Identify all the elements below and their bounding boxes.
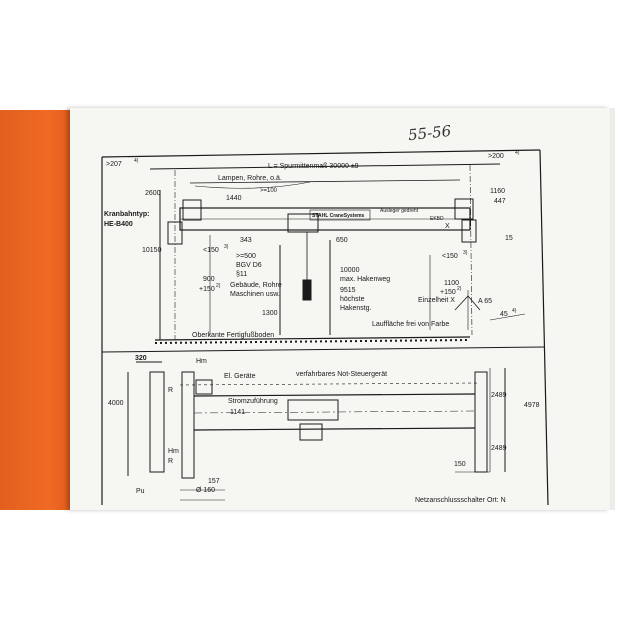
dim-320: 320 — [135, 355, 147, 362]
dim-150-left: <150 — [203, 247, 219, 254]
building-label: Gebäude, Rohre — [230, 282, 282, 289]
dim-1160: 1160 — [490, 188, 505, 195]
svg-text:3): 3) — [463, 250, 468, 256]
dim-9515: 9515 — [340, 287, 356, 294]
hoist-trolley — [287, 213, 319, 233]
hook-block — [302, 279, 312, 301]
svg-text:2): 2) — [216, 283, 221, 289]
runway-type-title: Kranbahntyp: — [104, 211, 150, 218]
dim-45: 45 — [500, 311, 508, 318]
brand-label: STAHL CraneSystems — [312, 213, 365, 219]
dim-1300: 1300 — [262, 310, 278, 317]
span-label: L = Spurmittenmaß 30000 ±9 — [268, 163, 359, 170]
view-separator — [101, 346, 546, 353]
section-label: §11 — [236, 271, 247, 278]
left-end-truck — [181, 371, 195, 479]
span-dimension-line — [149, 163, 501, 170]
obstacle-line — [189, 179, 461, 184]
obstacles-label: Lampen, Rohre, o.ä. — [218, 175, 282, 182]
detail-label: Einzelheit X — [418, 297, 455, 304]
emergency-control-label: verfahrbares Not-Steuergerät — [296, 371, 387, 378]
pu-label: Pu — [136, 488, 145, 495]
dim-160: Ø 160 — [196, 487, 215, 494]
brand-plate — [309, 209, 371, 221]
dim-10000: 10000 — [340, 267, 360, 274]
hm-top-label: Hm — [196, 358, 207, 365]
dim-4978: 4978 — [524, 402, 540, 409]
frame-top-line — [101, 149, 541, 158]
dim-2600: 2600 — [145, 190, 161, 197]
detail-x-rail — [454, 295, 481, 311]
right-runway-beam — [461, 219, 477, 243]
floor-line — [154, 336, 471, 341]
running-surface-label: Lauffläche frei von Farbe — [372, 321, 449, 328]
right-rail-axis — [469, 164, 473, 336]
dim-1141: 1141 — [230, 409, 245, 416]
left-runway-beam — [167, 221, 183, 245]
dim-a65: A 65 — [478, 298, 492, 305]
dim-15: 15 — [505, 235, 513, 242]
svg-text:3): 3) — [224, 244, 229, 250]
bgv-label: BGV D6 — [236, 262, 262, 269]
main-switch-label: Netzanschlussschalter Ort: N — [415, 497, 506, 504]
max-hook-label: max. Hakenweg — [340, 276, 390, 283]
svg-text:4): 4) — [512, 308, 517, 314]
detail-x-angle — [489, 313, 526, 321]
r-bottom-label: R — [168, 458, 173, 465]
dim-100: >=100 — [260, 188, 278, 194]
ekbd-label: EKBD — [430, 216, 444, 222]
dim-157: 157 — [208, 478, 220, 485]
electrical-cabinet — [195, 379, 213, 395]
dim-left-overhang: >207 — [106, 161, 122, 168]
dim-650: 650 — [336, 237, 348, 244]
power-supply-label: Stromzuführung — [228, 398, 278, 405]
dim-x: X — [445, 223, 450, 230]
svg-text:4): 4) — [515, 150, 520, 156]
dim-150: 150 — [454, 461, 466, 468]
floor-hatch — [154, 339, 471, 344]
dim-500: >=500 — [236, 253, 256, 260]
highest-hook-label: höchste — [340, 296, 365, 303]
dim-right-overhang: >200 — [488, 153, 504, 160]
hm-bottom-label: Hm — [168, 448, 179, 455]
machines-label: Maschinen usw. — [230, 291, 280, 298]
runway-type-value: HE-B400 — [104, 221, 133, 228]
orange-binder-cover — [0, 110, 82, 510]
dim-2489-top: 2489 — [491, 392, 507, 399]
dim-1440: 1440 — [226, 195, 242, 202]
dim-447: 447 — [494, 198, 506, 205]
dim-150-right: <150 — [442, 253, 458, 260]
plan-girder-top — [193, 393, 476, 397]
control-track — [179, 382, 481, 386]
dim-1100: 1100 — [444, 280, 459, 287]
dim-150-plus-left: +150 — [199, 286, 215, 293]
dim-900: 900 — [203, 276, 215, 283]
svg-text:2): 2) — [457, 286, 462, 292]
plan-trolley — [287, 399, 339, 421]
floor-label: Oberkante Fertigfußboden — [192, 332, 274, 339]
hook-pos-label: Hakenstg. — [340, 305, 372, 312]
left-wall-column — [149, 371, 165, 473]
r-top-label: R — [168, 387, 173, 394]
dim-2489-bottom: 2489 — [491, 445, 507, 452]
svg-text:4): 4) — [134, 158, 139, 164]
dim-10150: 10150 — [142, 247, 162, 254]
right-end-truck — [474, 371, 488, 473]
plan-girder-axis — [193, 410, 476, 414]
obstacle-curve — [194, 181, 311, 189]
right-end-carriage — [454, 198, 474, 220]
dim-4000: 4000 — [108, 400, 124, 407]
dim-343: 343 — [240, 237, 252, 244]
el-devices-label: El. Geräte — [224, 373, 256, 380]
plan-girder-bottom — [193, 427, 476, 431]
left-end-carriage — [182, 199, 202, 221]
dim-150-plus-right: +150 — [440, 289, 456, 296]
plan-hoist-unit — [299, 423, 323, 441]
boom-note: Ausleger gedreht — [380, 208, 419, 214]
frame-right-line — [539, 149, 549, 506]
